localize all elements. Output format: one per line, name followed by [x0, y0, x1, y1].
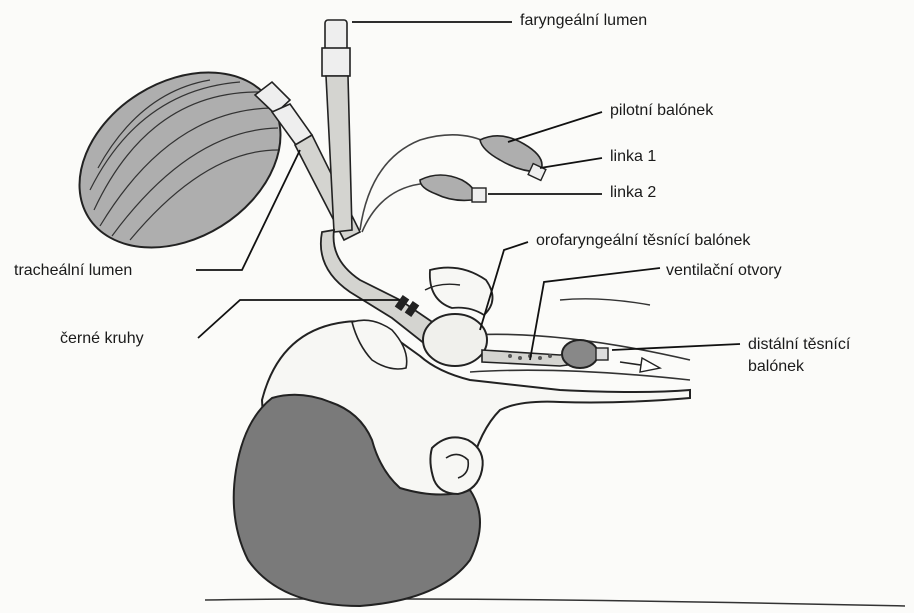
label-cerne-kruhy: černé kruhy [60, 330, 144, 348]
airway-lower [470, 370, 690, 380]
label-pilotni-balonek: pilotní balónek [610, 102, 713, 120]
tongue [430, 268, 493, 315]
distal-balloon [562, 340, 598, 368]
label-orofaryngealni-tesnici-balonek: orofaryngeální těsnící balónek [536, 232, 750, 250]
pilot-balloon-1 [480, 136, 546, 181]
label-distalni-balonek: balónek [748, 358, 804, 376]
oropharyngeal-balloon [423, 314, 487, 366]
ventilation-bag [47, 37, 313, 284]
label-trachealni-lumen: tracheální lumen [14, 262, 132, 280]
label-ventilacni-otvory: ventilační otvory [666, 262, 782, 280]
label-linka-1: linka 1 [610, 148, 656, 166]
pilot-balloon-2 [420, 175, 486, 202]
label-distalni-tesnici: distální těsnící [748, 336, 850, 354]
patient-ear [430, 437, 482, 494]
label-linka-2: linka 2 [610, 184, 656, 202]
label-faryngealni-lumen: faryngeální lumen [520, 12, 647, 30]
